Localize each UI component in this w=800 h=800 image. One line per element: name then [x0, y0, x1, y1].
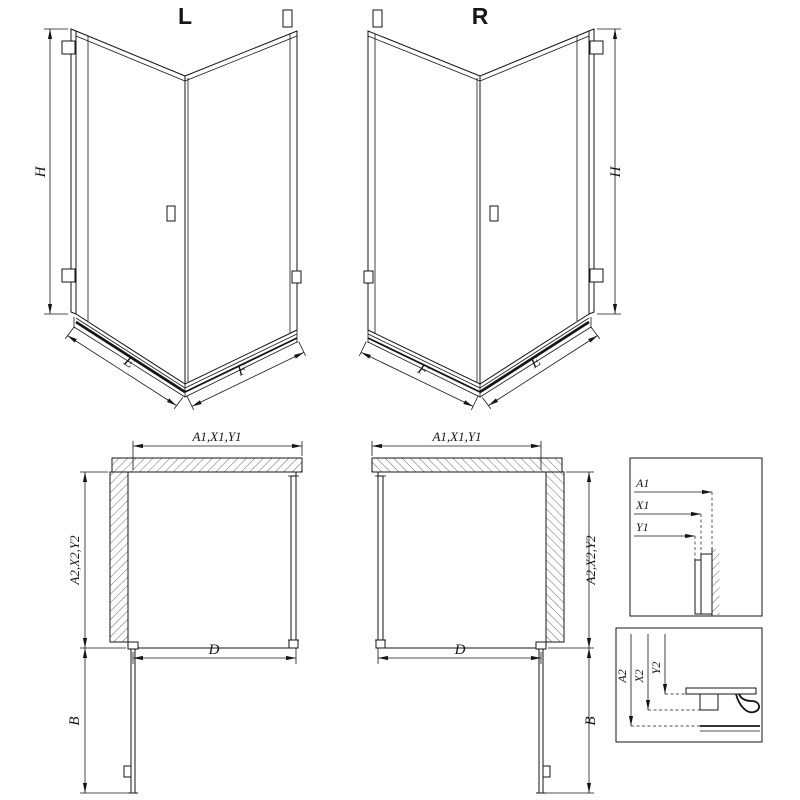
- detail-dim-x2: X2: [632, 669, 646, 683]
- variant-label-right: R: [472, 3, 489, 29]
- variant-label-left: L: [178, 3, 192, 29]
- plan-left-dim-side: A2,X2,Y2: [67, 535, 82, 586]
- plan-left-dim-top: A1,X1,Y1: [191, 429, 241, 444]
- dim-label-door-width-left: E: [120, 353, 137, 372]
- plan-right-dim-top: A1,X1,Y1: [431, 429, 481, 444]
- detail-dim-y1: Y1: [636, 520, 649, 534]
- detail-floor-profile: [615, 627, 763, 743]
- detail-wall-profile: [629, 457, 763, 617]
- detail-wall-profile-labels: A1 X1 Y1: [635, 476, 649, 534]
- plan-view-right-labels: A1,X1,Y1 A2,X2,Y2 D B: [431, 429, 599, 726]
- dim-label-height-left: H: [33, 165, 49, 178]
- cabin-3d-view-left-labels: L H E F: [33, 3, 251, 380]
- plan-right-dim-door: B: [583, 716, 599, 725]
- plan-view-left: [80, 441, 302, 793]
- plan-left-dim-width: D: [208, 642, 220, 658]
- cabin-3d-view-left: [44, 10, 306, 410]
- plan-left-dim-door: B: [67, 716, 83, 725]
- plan-right-dim-side: A2,X2,Y2: [583, 535, 598, 586]
- dim-label-height-right: H: [608, 165, 624, 178]
- detail-dim-a2: A2: [615, 669, 629, 683]
- plan-right-dim-width: D: [454, 642, 466, 658]
- cabin-3d-view-right: [359, 10, 621, 410]
- dim-label-fixed-width-left: F: [234, 361, 251, 380]
- detail-dim-x1: X1: [635, 498, 649, 512]
- plan-view-right: [372, 441, 594, 793]
- detail-dim-y2: Y2: [649, 662, 663, 675]
- dim-label-fixed-width-right: F: [414, 361, 431, 380]
- dim-label-door-width-right: E: [527, 353, 544, 372]
- detail-dim-a1: A1: [635, 476, 649, 490]
- plan-view-left-labels: A1,X1,Y1 A2,X2,Y2 D B: [67, 429, 242, 726]
- detail-floor-profile-labels: A2 X2 Y2: [615, 662, 663, 684]
